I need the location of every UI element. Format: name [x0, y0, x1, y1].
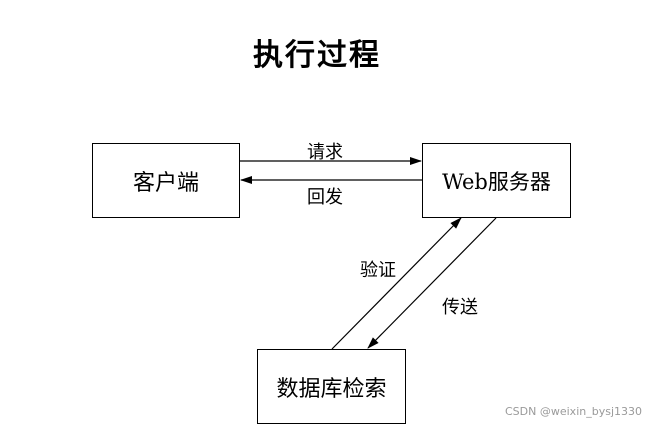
web-server-node-label: Web服务器 — [442, 169, 551, 194]
request-label: 请求 — [307, 142, 343, 163]
client-node-label: 客户端 — [132, 170, 199, 196]
client-node: 客户端 — [92, 143, 240, 218]
database-node-label: 数据库检索 — [276, 376, 387, 402]
diagram-title: 执行过程 — [0, 30, 654, 74]
diagram-title-text: 执行过程 — [253, 38, 381, 73]
reply-label: 回发 — [307, 187, 343, 208]
send-label: 传送 — [442, 297, 478, 318]
web-server-node: Web服务器 — [422, 143, 571, 218]
database-node: 数据库检索 — [257, 349, 406, 424]
csdn-watermark: CSDN @weixin_bysj1330 — [505, 405, 642, 418]
verify-arrow — [331, 217, 462, 350]
send-arrow — [367, 217, 497, 349]
verify-label: 验证 — [360, 260, 396, 281]
